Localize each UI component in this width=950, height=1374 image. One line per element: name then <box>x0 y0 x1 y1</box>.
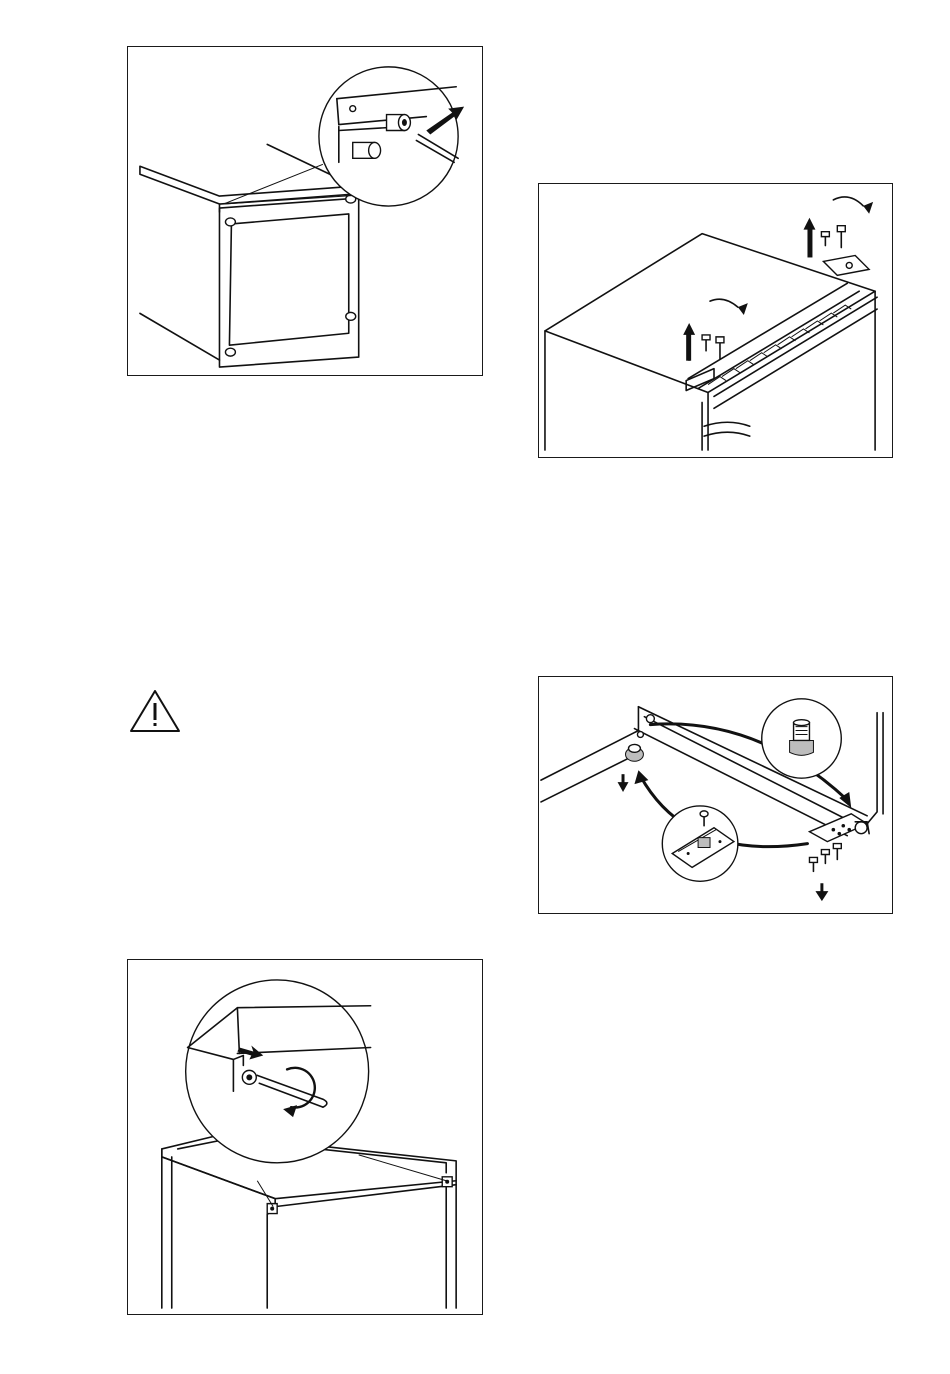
figure-door-pin <box>127 46 483 376</box>
hinge-pin-push-illustration <box>128 47 482 375</box>
figure-bottom-hinge <box>538 676 893 914</box>
warning-icon <box>128 688 182 734</box>
bottom-hinge-foot-swap-illustration <box>539 677 892 913</box>
top-cover-screw-illustration <box>128 960 482 1314</box>
figure-top-screws <box>127 959 483 1315</box>
figure-top-hinge <box>538 183 893 458</box>
top-hinge-removal-illustration <box>539 184 892 457</box>
